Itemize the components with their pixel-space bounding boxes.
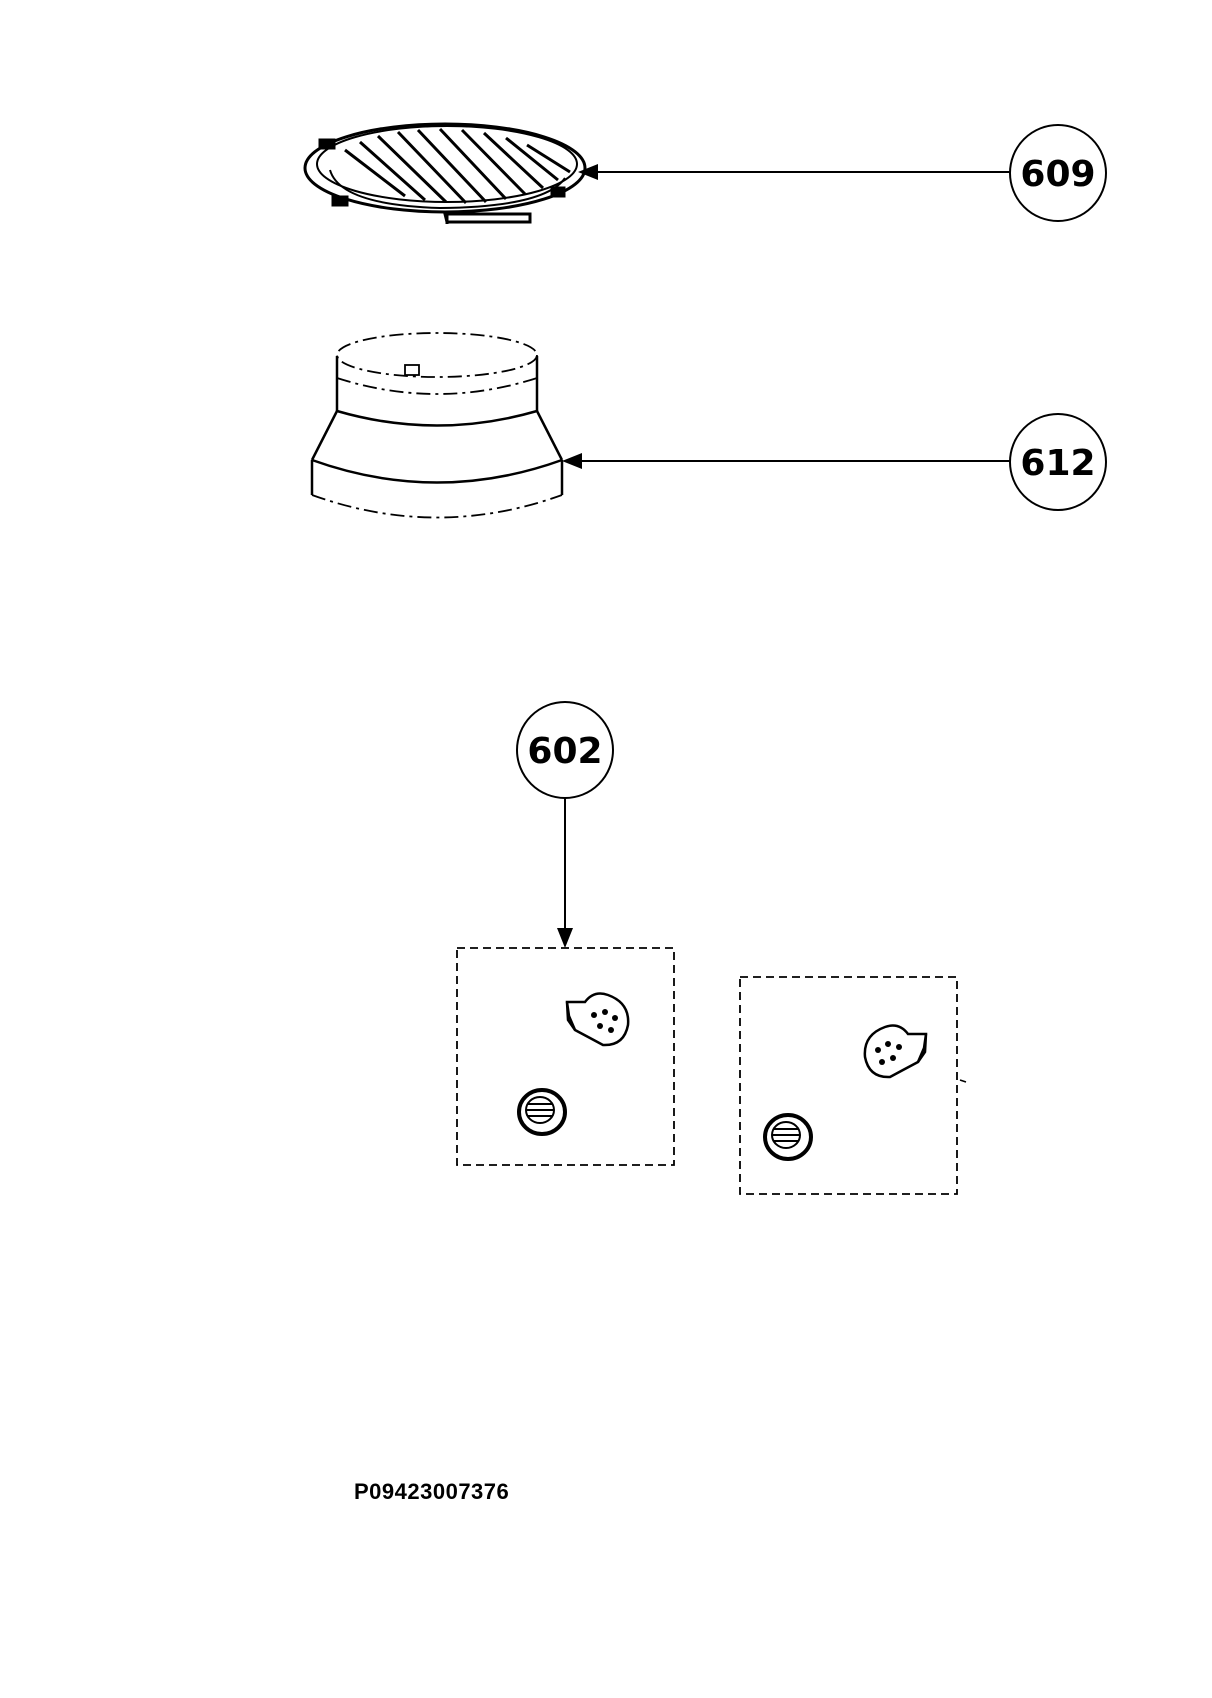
callout-602-label: 602 bbox=[527, 731, 602, 772]
round-knob-icon bbox=[517, 1088, 567, 1136]
round-knob-icon bbox=[763, 1113, 813, 1161]
mounting-clip-icon bbox=[863, 1024, 928, 1079]
kit-box-right bbox=[739, 976, 967, 1195]
drawing-number: P09423007376 bbox=[354, 1479, 510, 1504]
callout-609-bubble[interactable]: 609 bbox=[1009, 124, 1107, 222]
callout-612-leader bbox=[562, 453, 1010, 469]
kit-box-left bbox=[456, 947, 675, 1166]
callout-612-label: 612 bbox=[1020, 443, 1095, 484]
adapter-ring-part bbox=[310, 332, 564, 519]
callout-602-leader bbox=[557, 798, 573, 948]
callout-612-bubble[interactable]: 612 bbox=[1009, 413, 1107, 511]
callout-602-bubble[interactable]: 602 bbox=[516, 701, 614, 799]
wire-grill-rack-part bbox=[303, 122, 587, 224]
callout-609-label: 609 bbox=[1020, 154, 1095, 195]
callout-609-leader bbox=[578, 164, 1010, 180]
mounting-clip-icon bbox=[565, 992, 630, 1047]
